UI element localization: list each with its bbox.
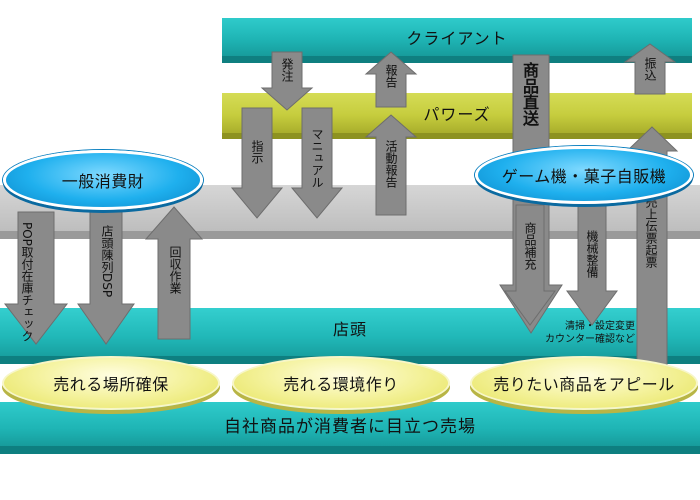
transfer-arrow (623, 43, 677, 95)
gray-band-depth (0, 231, 700, 239)
machine-maintenance-label: 機械整備 (585, 230, 599, 278)
direct-goods-label: 商品直送 (520, 62, 539, 126)
instruction-label: 指示 (250, 140, 264, 164)
sales-slip-label: 売上伝票起票 (644, 196, 658, 268)
sell-environment-ellipse: 売れる環境作り (232, 356, 450, 410)
machine-maintenance-arrow (566, 204, 618, 326)
manual-arrow (290, 107, 344, 219)
appeal-product-ellipse: 売りたい商品をアピール (470, 356, 698, 410)
consumer-goods-ellipse: 一般消費財 (3, 150, 203, 210)
activity-report-label: 活動報告 (384, 140, 398, 188)
sell-location-label: 売れる場所確保 (53, 375, 169, 394)
order-label: 発注 (280, 58, 294, 82)
shelf-display-arrow (77, 211, 135, 345)
vending-machine-ellipse: ゲーム機・菓子自販機 (475, 146, 693, 204)
manual-label: マニュアル (310, 128, 324, 188)
bottom-label: 自社商品が消費者に目立つ売場 (224, 416, 476, 437)
stock-check-arrow (3, 211, 69, 345)
activity-report-arrow (364, 114, 418, 216)
consumer-goods-label: 一般消費財 (61, 172, 145, 191)
client-band: クライアント (222, 18, 692, 56)
collection-label: 回収作業 (168, 246, 182, 294)
sell-environment-label: 売れる環境作り (283, 375, 399, 394)
client-label: クライアント (406, 29, 508, 48)
powers-label: パワーズ (423, 105, 491, 124)
cleaning-note: 清掃・設定変更 カウンター確認など (545, 320, 635, 346)
store-label: 店頭 (332, 320, 367, 339)
cleaning-note-line2: カウンター確認など (545, 334, 635, 345)
appeal-product-label: 売りたい商品をアピール (493, 375, 675, 394)
report-arrow (364, 51, 418, 108)
powers-band: パワーズ (222, 93, 692, 133)
transfer-label: 振込 (643, 57, 657, 81)
sell-location-ellipse: 売れる場所確保 (2, 356, 220, 410)
product-refill-label: 商品補充 (523, 222, 537, 270)
vending-machine-label: ゲーム機・菓子自販機 (501, 167, 667, 186)
stock-check-text: 在庫チェック (20, 269, 34, 342)
powers-band-depth (222, 133, 692, 139)
client-band-depth (222, 56, 692, 63)
bottom-band-depth (0, 446, 700, 454)
report-label: 報告 (384, 64, 398, 88)
cleaning-note-line1: 清掃・設定変更 (565, 321, 635, 332)
stock-check-label: 在庫チェック POP取付 (20, 222, 34, 342)
shelf-display-label: 店頭陳列DSP (100, 225, 114, 298)
collection-arrow (144, 206, 204, 340)
pop-attach-text: POP取付 (20, 222, 34, 270)
order-arrow (260, 51, 314, 111)
product-refill-arrow (504, 204, 556, 326)
instruction-arrow (230, 107, 284, 219)
